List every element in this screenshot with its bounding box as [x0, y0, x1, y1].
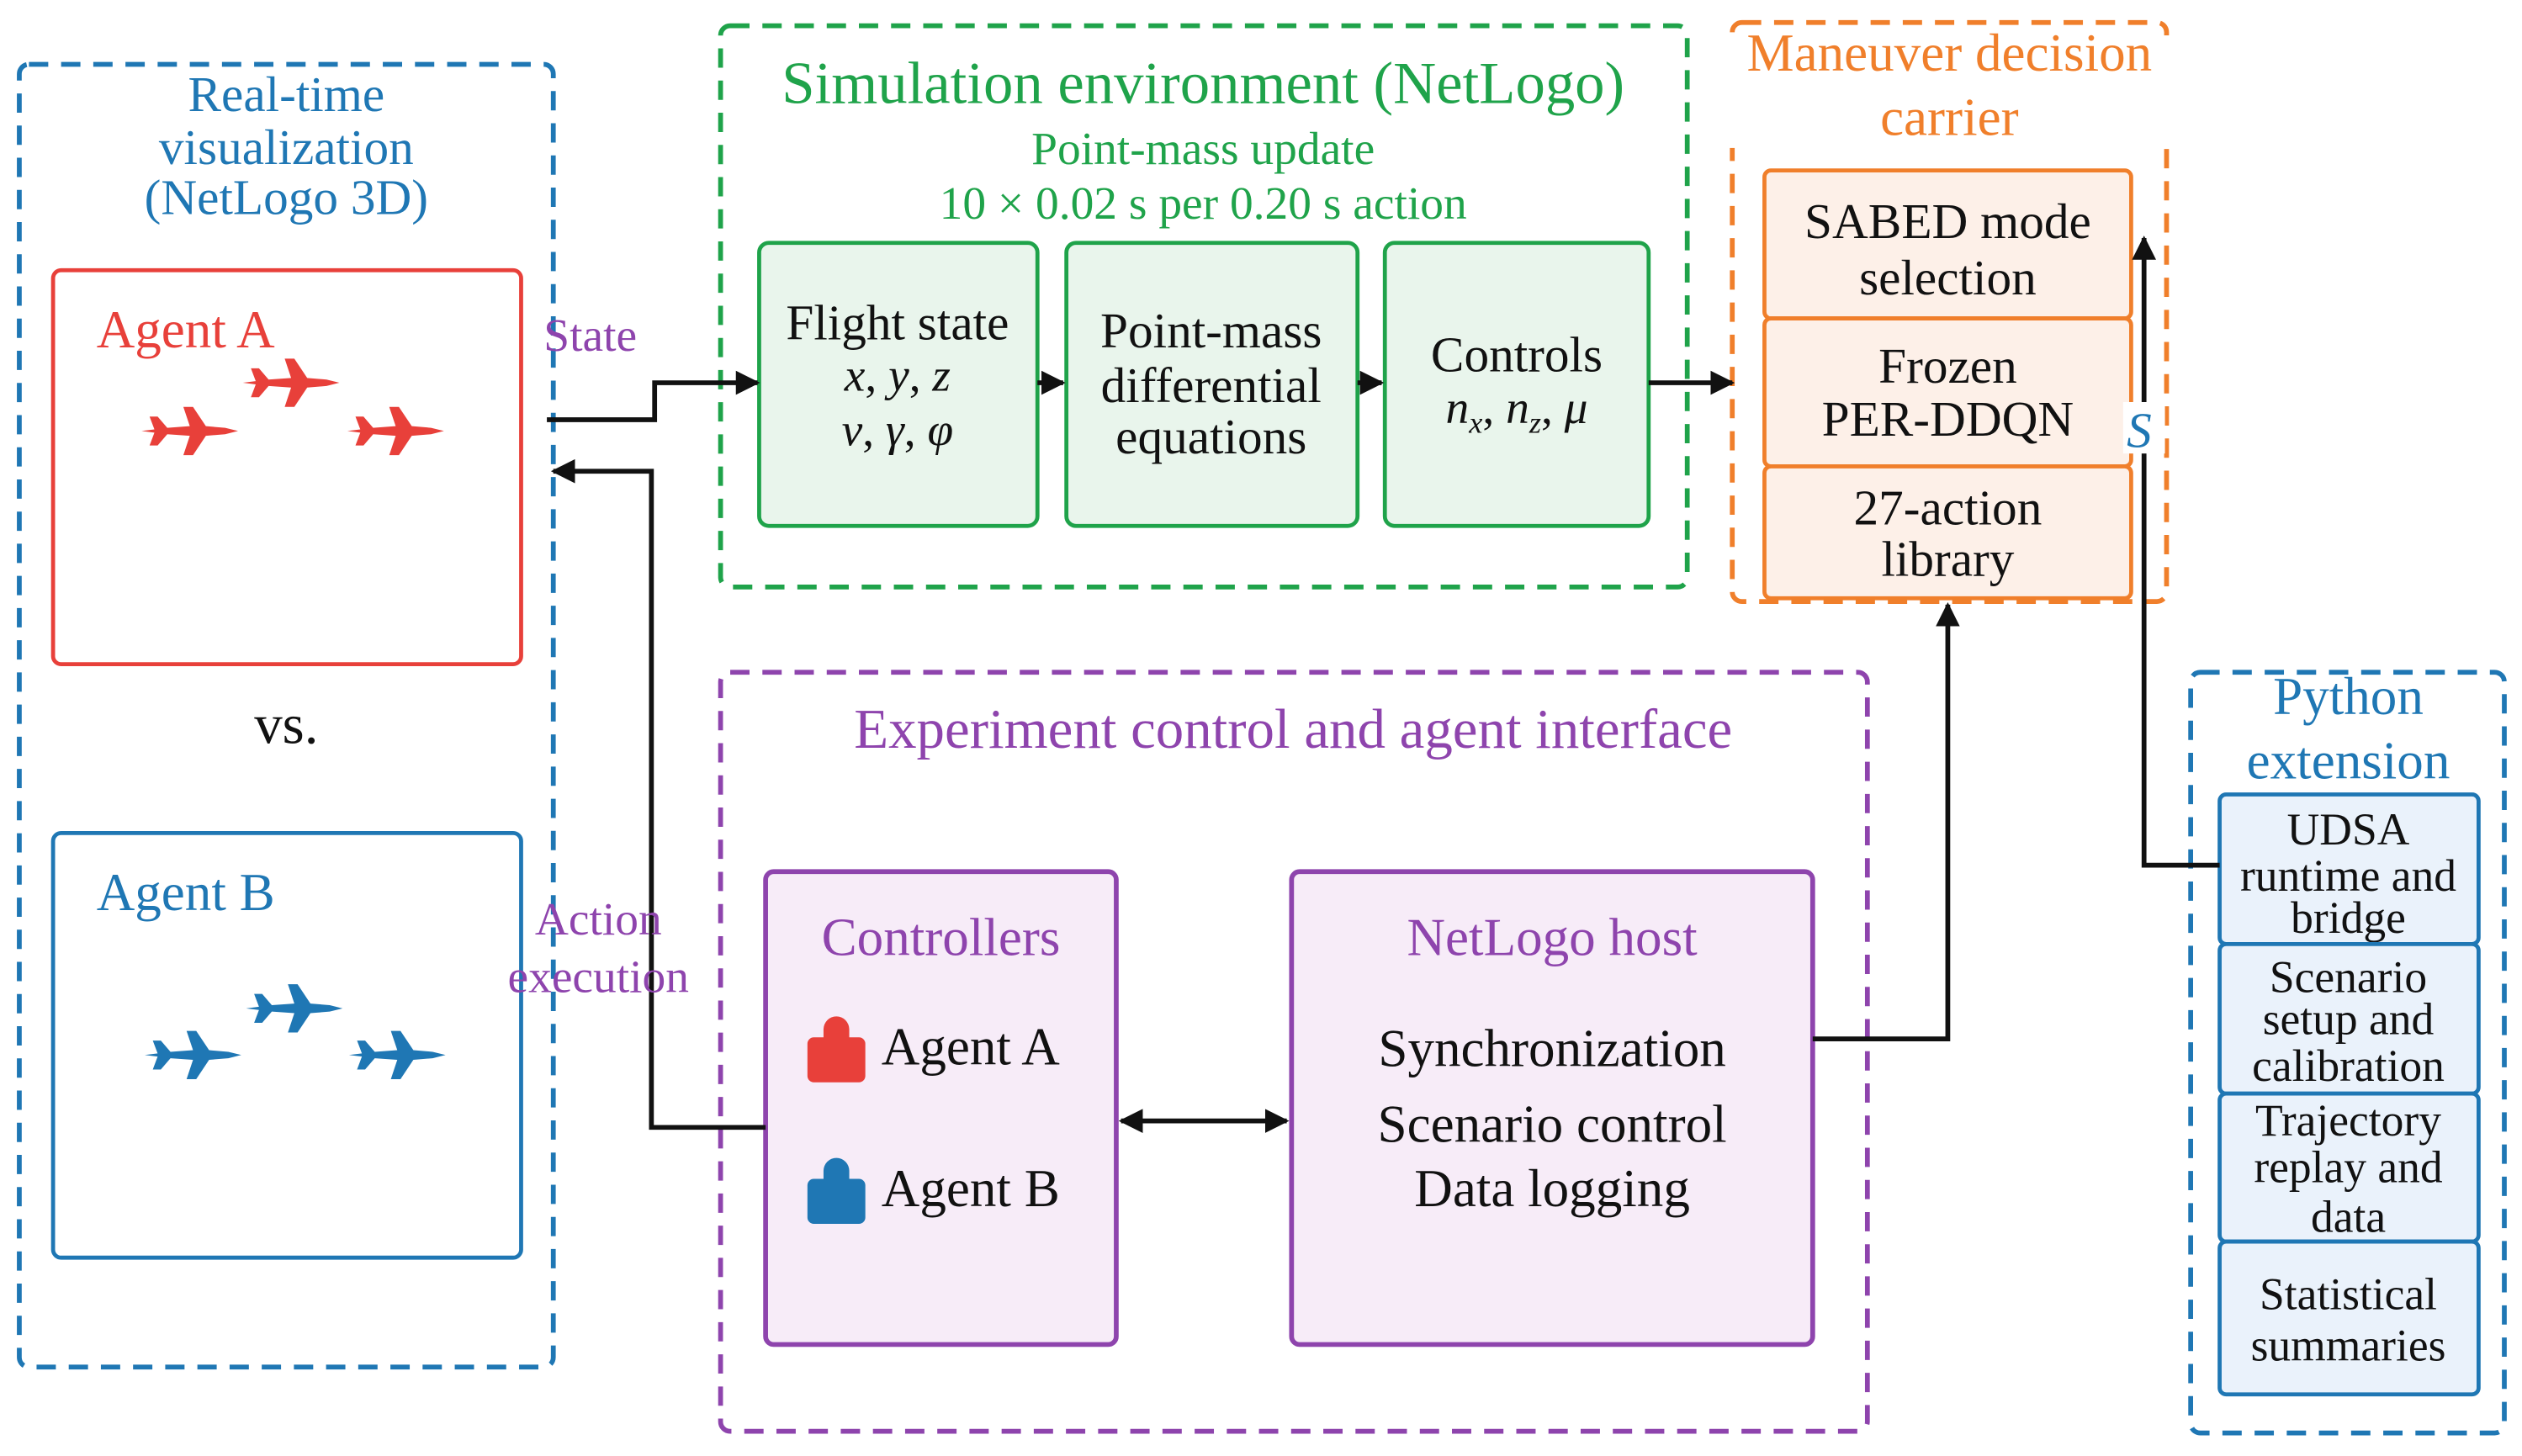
s-symbol-backdrop: [2122, 402, 2165, 454]
simulation-subtitle-line-2: 10 × 0.02 s per 0.20 s action: [940, 177, 1467, 229]
simulation-title-backdrop: [727, 48, 1682, 119]
host-scenario-control: Scenario control: [1378, 1095, 1727, 1154]
trajectory-line-2: replay and: [2254, 1141, 2443, 1192]
flight-state-position-vars: x, y, z: [844, 350, 951, 401]
action-library-box: [1762, 464, 2133, 601]
equations-line-1: Point-mass: [1100, 303, 1322, 358]
frozen-per-ddqn-line-1: Frozen: [1878, 338, 2017, 394]
state-arrow: [547, 370, 760, 422]
action-library-line-2: library: [1881, 531, 2014, 586]
agent-a-panel-label: Agent A: [97, 300, 275, 359]
maneuver-title-backdrop: [1720, 35, 2178, 148]
visualization-title-line-1: Real-time: [188, 66, 384, 122]
controllers-box: [763, 869, 1119, 1347]
host-synchronization: Synchronization: [1378, 1019, 1725, 1078]
state-edge-label: State: [543, 310, 637, 361]
maneuver-title-line-1: Maneuver decision: [1747, 24, 2153, 82]
simulation-title: Simulation environment (NetLogo): [782, 50, 1624, 116]
connectors: [547, 236, 2220, 1134]
controls-vars: nx, nz, μ: [1446, 382, 1588, 439]
visualization-title-line-2: visualization: [159, 119, 414, 175]
udsa-line-2: runtime and: [2240, 850, 2456, 901]
agent-b-panel: [50, 831, 523, 1260]
maneuver-title-line-2: carrier: [1880, 88, 2019, 147]
flight-state-velocity-vars: v, γ, φ: [842, 405, 954, 456]
trajectory-line-3: data: [2311, 1192, 2386, 1242]
maneuver-group-frame: [1730, 19, 2170, 604]
frozen-per-ddqn-line-2: PER-DDQN: [1822, 391, 2074, 447]
visualization-group-frame: [17, 61, 556, 1370]
controllers-agent-b: Agent B: [882, 1159, 1060, 1218]
host-to-maneuver-arrow: [1812, 602, 1960, 1042]
scenario-setup-line-2: setup and: [2263, 993, 2435, 1044]
statistical-line-1: Statistical: [2260, 1268, 2437, 1319]
udsa-line-1: UDSA: [2287, 804, 2410, 855]
agent-a-panel: [50, 267, 523, 667]
udsa-line-3: bridge: [2291, 892, 2406, 943]
equations-line-3: equations: [1115, 409, 1306, 464]
python-title-line-1: Python: [2273, 667, 2424, 726]
flight-state-title: Flight state: [786, 294, 1009, 350]
simulation-subtitle-line-1: Point-mass update: [1031, 123, 1375, 174]
scenario-setup-line-1: Scenario: [2270, 952, 2427, 1003]
action-execution-label-line-2: execution: [508, 951, 689, 1003]
controls-title: Controls: [1431, 327, 1603, 383]
controllers-agent-a: Agent A: [882, 1018, 1060, 1077]
s-symbol-label: S: [2127, 403, 2152, 458]
sabed-mode-line-2: selection: [1859, 250, 2037, 305]
experiment-title: Experiment control and agent interface: [854, 698, 1732, 760]
python-group-frame: [2188, 670, 2507, 1436]
controllers-title: Controllers: [822, 908, 1061, 967]
trajectory-line-1: Trajectory: [2255, 1095, 2441, 1146]
scenario-setup-line-3: calibration: [2252, 1040, 2445, 1091]
agent-b-panel-label: Agent B: [97, 863, 275, 922]
action-execution-arrow: [550, 458, 766, 1130]
host-data-logging: Data logging: [1414, 1159, 1690, 1218]
python-to-sabed-arrow: [2132, 236, 2220, 868]
python-title-line-2: extension: [2247, 731, 2450, 790]
statistical-line-2: summaries: [2251, 1321, 2446, 1371]
experiment-group-frame: [718, 670, 1870, 1434]
simulation-group-frame: [718, 23, 1690, 590]
action-execution-label-line-1: Action: [535, 893, 662, 945]
sabed-mode-line-1: SABED mode: [1804, 193, 2091, 249]
netlogo-host-box: [1289, 869, 1815, 1347]
equations-line-2: differential: [1101, 357, 1322, 413]
statistical-summaries-box: [2217, 1239, 2481, 1397]
action-library-line-1: 27-action: [1854, 479, 2043, 535]
versus-label: vs.: [254, 693, 318, 755]
netlogo-host-title: NetLogo host: [1407, 908, 1698, 967]
visualization-title-line-3: (NetLogo 3D): [145, 169, 428, 225]
